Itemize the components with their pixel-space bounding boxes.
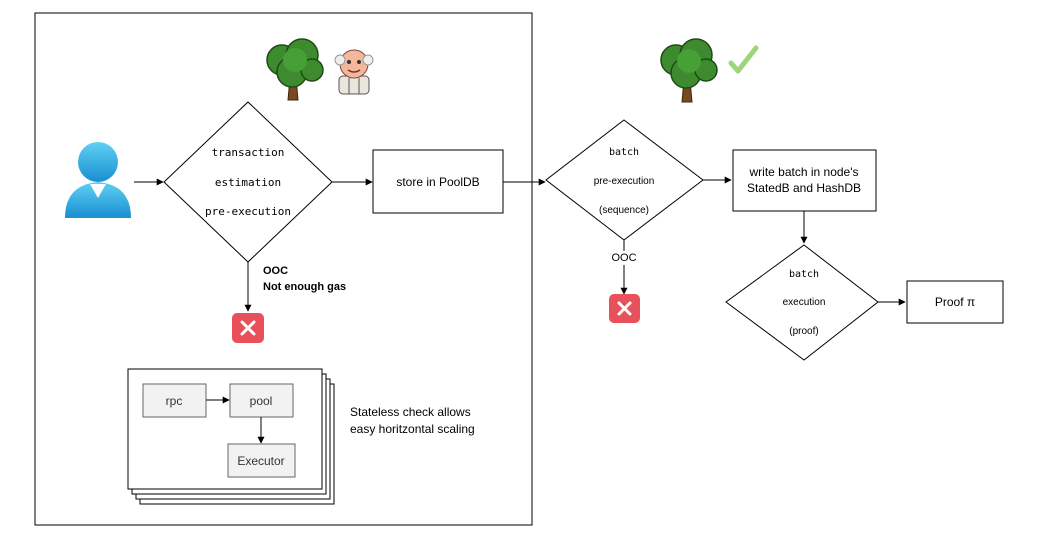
executor-box xyxy=(227,443,296,478)
tree-icon xyxy=(266,38,324,101)
write-batch-1: write batch in node's xyxy=(748,165,858,179)
exec-text-3: (proof) xyxy=(789,326,818,337)
ooc-label: OOC xyxy=(263,265,288,277)
tree-icon xyxy=(660,38,718,103)
old-man-icon xyxy=(334,49,374,95)
proof-box xyxy=(906,280,1004,324)
batch-ooc-label: OOC xyxy=(611,252,636,264)
diamond-text-3: pre-execution xyxy=(205,205,291,218)
pooldb-label: store in PoolDB xyxy=(396,175,479,189)
diamond-text-2: estimation xyxy=(215,176,281,189)
exec-text-1: batch xyxy=(789,269,819,280)
left-container xyxy=(34,12,533,526)
batch-text-2: pre-execution xyxy=(594,176,655,187)
gas-label: Not enough gas xyxy=(263,281,346,293)
rpc-box xyxy=(142,383,207,418)
write-batch-box xyxy=(732,149,877,212)
write-batch-2: StatedB and HashDB xyxy=(747,181,861,195)
proof-label: Proof π xyxy=(935,295,975,309)
batch-text-3: (sequence) xyxy=(599,205,649,216)
scaling-note-2: easy horitzontal scaling xyxy=(350,422,475,436)
pool-label: pool xyxy=(250,394,273,408)
checkmark-icon xyxy=(728,45,759,74)
pool-box xyxy=(229,383,294,418)
diamond-text-1: transaction xyxy=(212,146,285,159)
error-x-icon xyxy=(232,313,264,343)
user-icon xyxy=(65,142,131,218)
exec-text-2: execution xyxy=(783,297,826,308)
error-x-icon xyxy=(609,294,640,323)
scaling-note-1: Stateless check allows xyxy=(350,405,471,419)
executor-label: Executor xyxy=(237,454,284,468)
execution-diamond xyxy=(725,244,879,361)
batch-text-1: batch xyxy=(609,147,639,158)
rpc-label: rpc xyxy=(166,394,183,408)
